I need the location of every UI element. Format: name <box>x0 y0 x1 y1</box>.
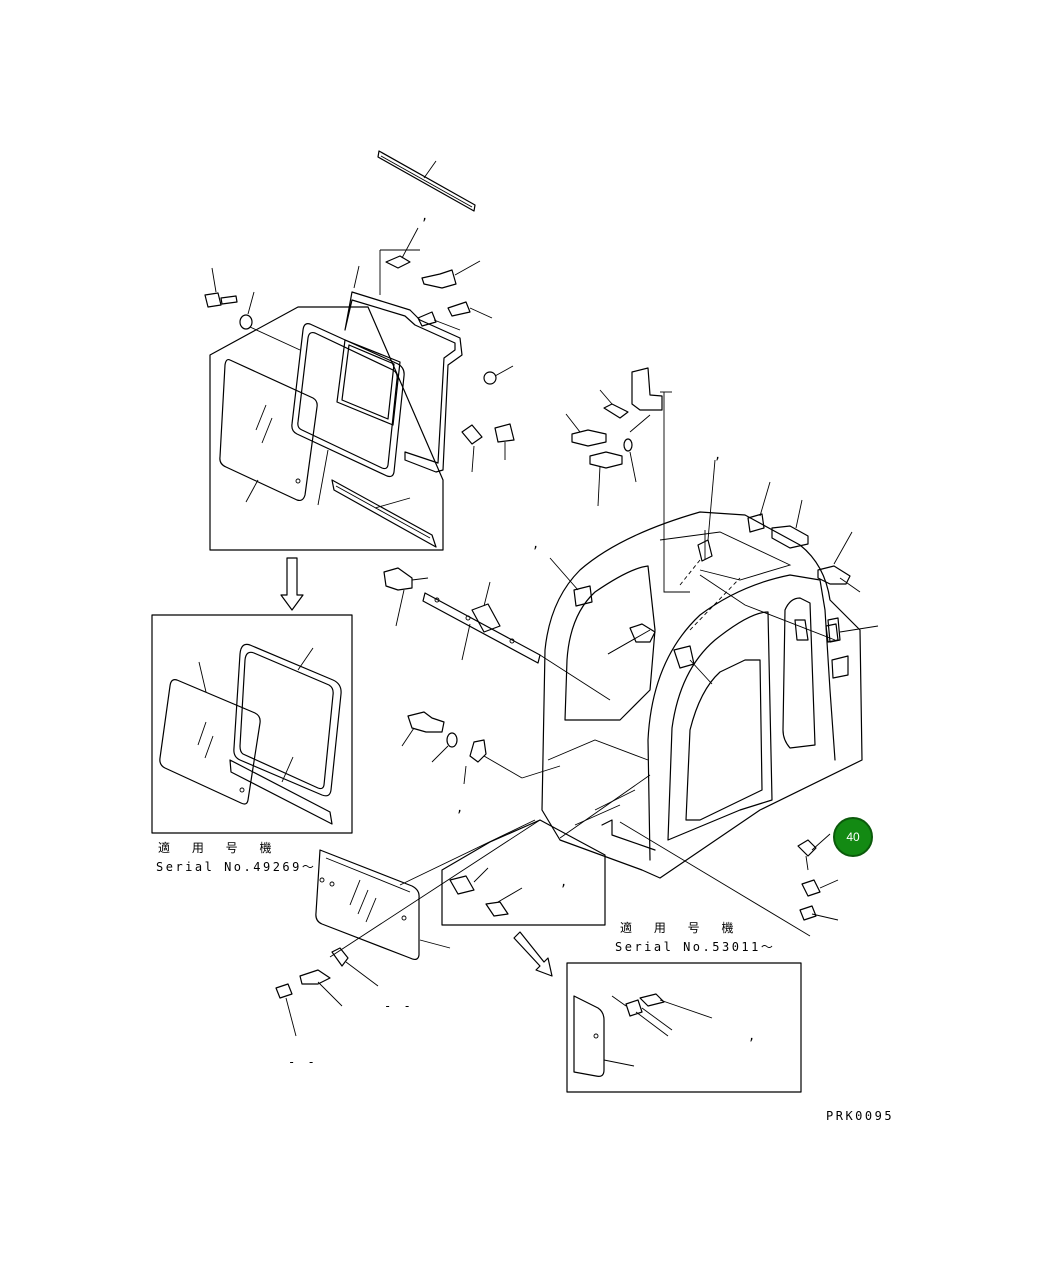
callout-mark-7: - - <box>288 1055 317 1069</box>
callout-mark-6: - - <box>384 999 413 1013</box>
upper-sash-bracket <box>211 265 463 473</box>
right-clip-parts <box>619 821 839 937</box>
top-trim-strip <box>377 150 476 212</box>
highlight-marker[interactable]: 40 <box>833 817 873 857</box>
hinge-bar <box>383 567 651 701</box>
alt-window-box-49269 <box>151 614 353 834</box>
callout-mark-5: , <box>560 875 570 889</box>
cab-brackets: , , <box>532 367 879 685</box>
drawing-code: PRK0095 <box>826 1109 894 1123</box>
mid-hardware: , <box>401 711 561 815</box>
callout-mark-4: , <box>456 801 466 815</box>
serial-note-2: Serial No.53011～ <box>615 940 775 954</box>
latch-detail-box: , <box>441 819 606 926</box>
callout-mark-2: , <box>714 448 724 462</box>
callout-mark-3: , <box>532 537 542 551</box>
door-glass-panel <box>315 819 541 961</box>
top-hardware: , <box>204 209 515 473</box>
arrow-diagonal <box>513 931 553 977</box>
highlight-marker-label: 40 <box>846 830 860 844</box>
serial-note-2-jp: 適 用 号 機 <box>620 920 742 935</box>
cab-body <box>541 511 863 879</box>
door-hardware: - - - - <box>275 947 413 1069</box>
callout-mark-8: , <box>748 1029 758 1043</box>
callout-mark-1: , <box>421 209 431 223</box>
alt-latch-box-53011: , <box>566 962 802 1093</box>
arrow-down <box>280 557 304 611</box>
serial-note-1: Serial No.49269～ <box>156 860 316 874</box>
upper-window-assembly-box <box>209 306 444 551</box>
serial-note-1-jp: 適 用 号 機 <box>158 840 280 855</box>
